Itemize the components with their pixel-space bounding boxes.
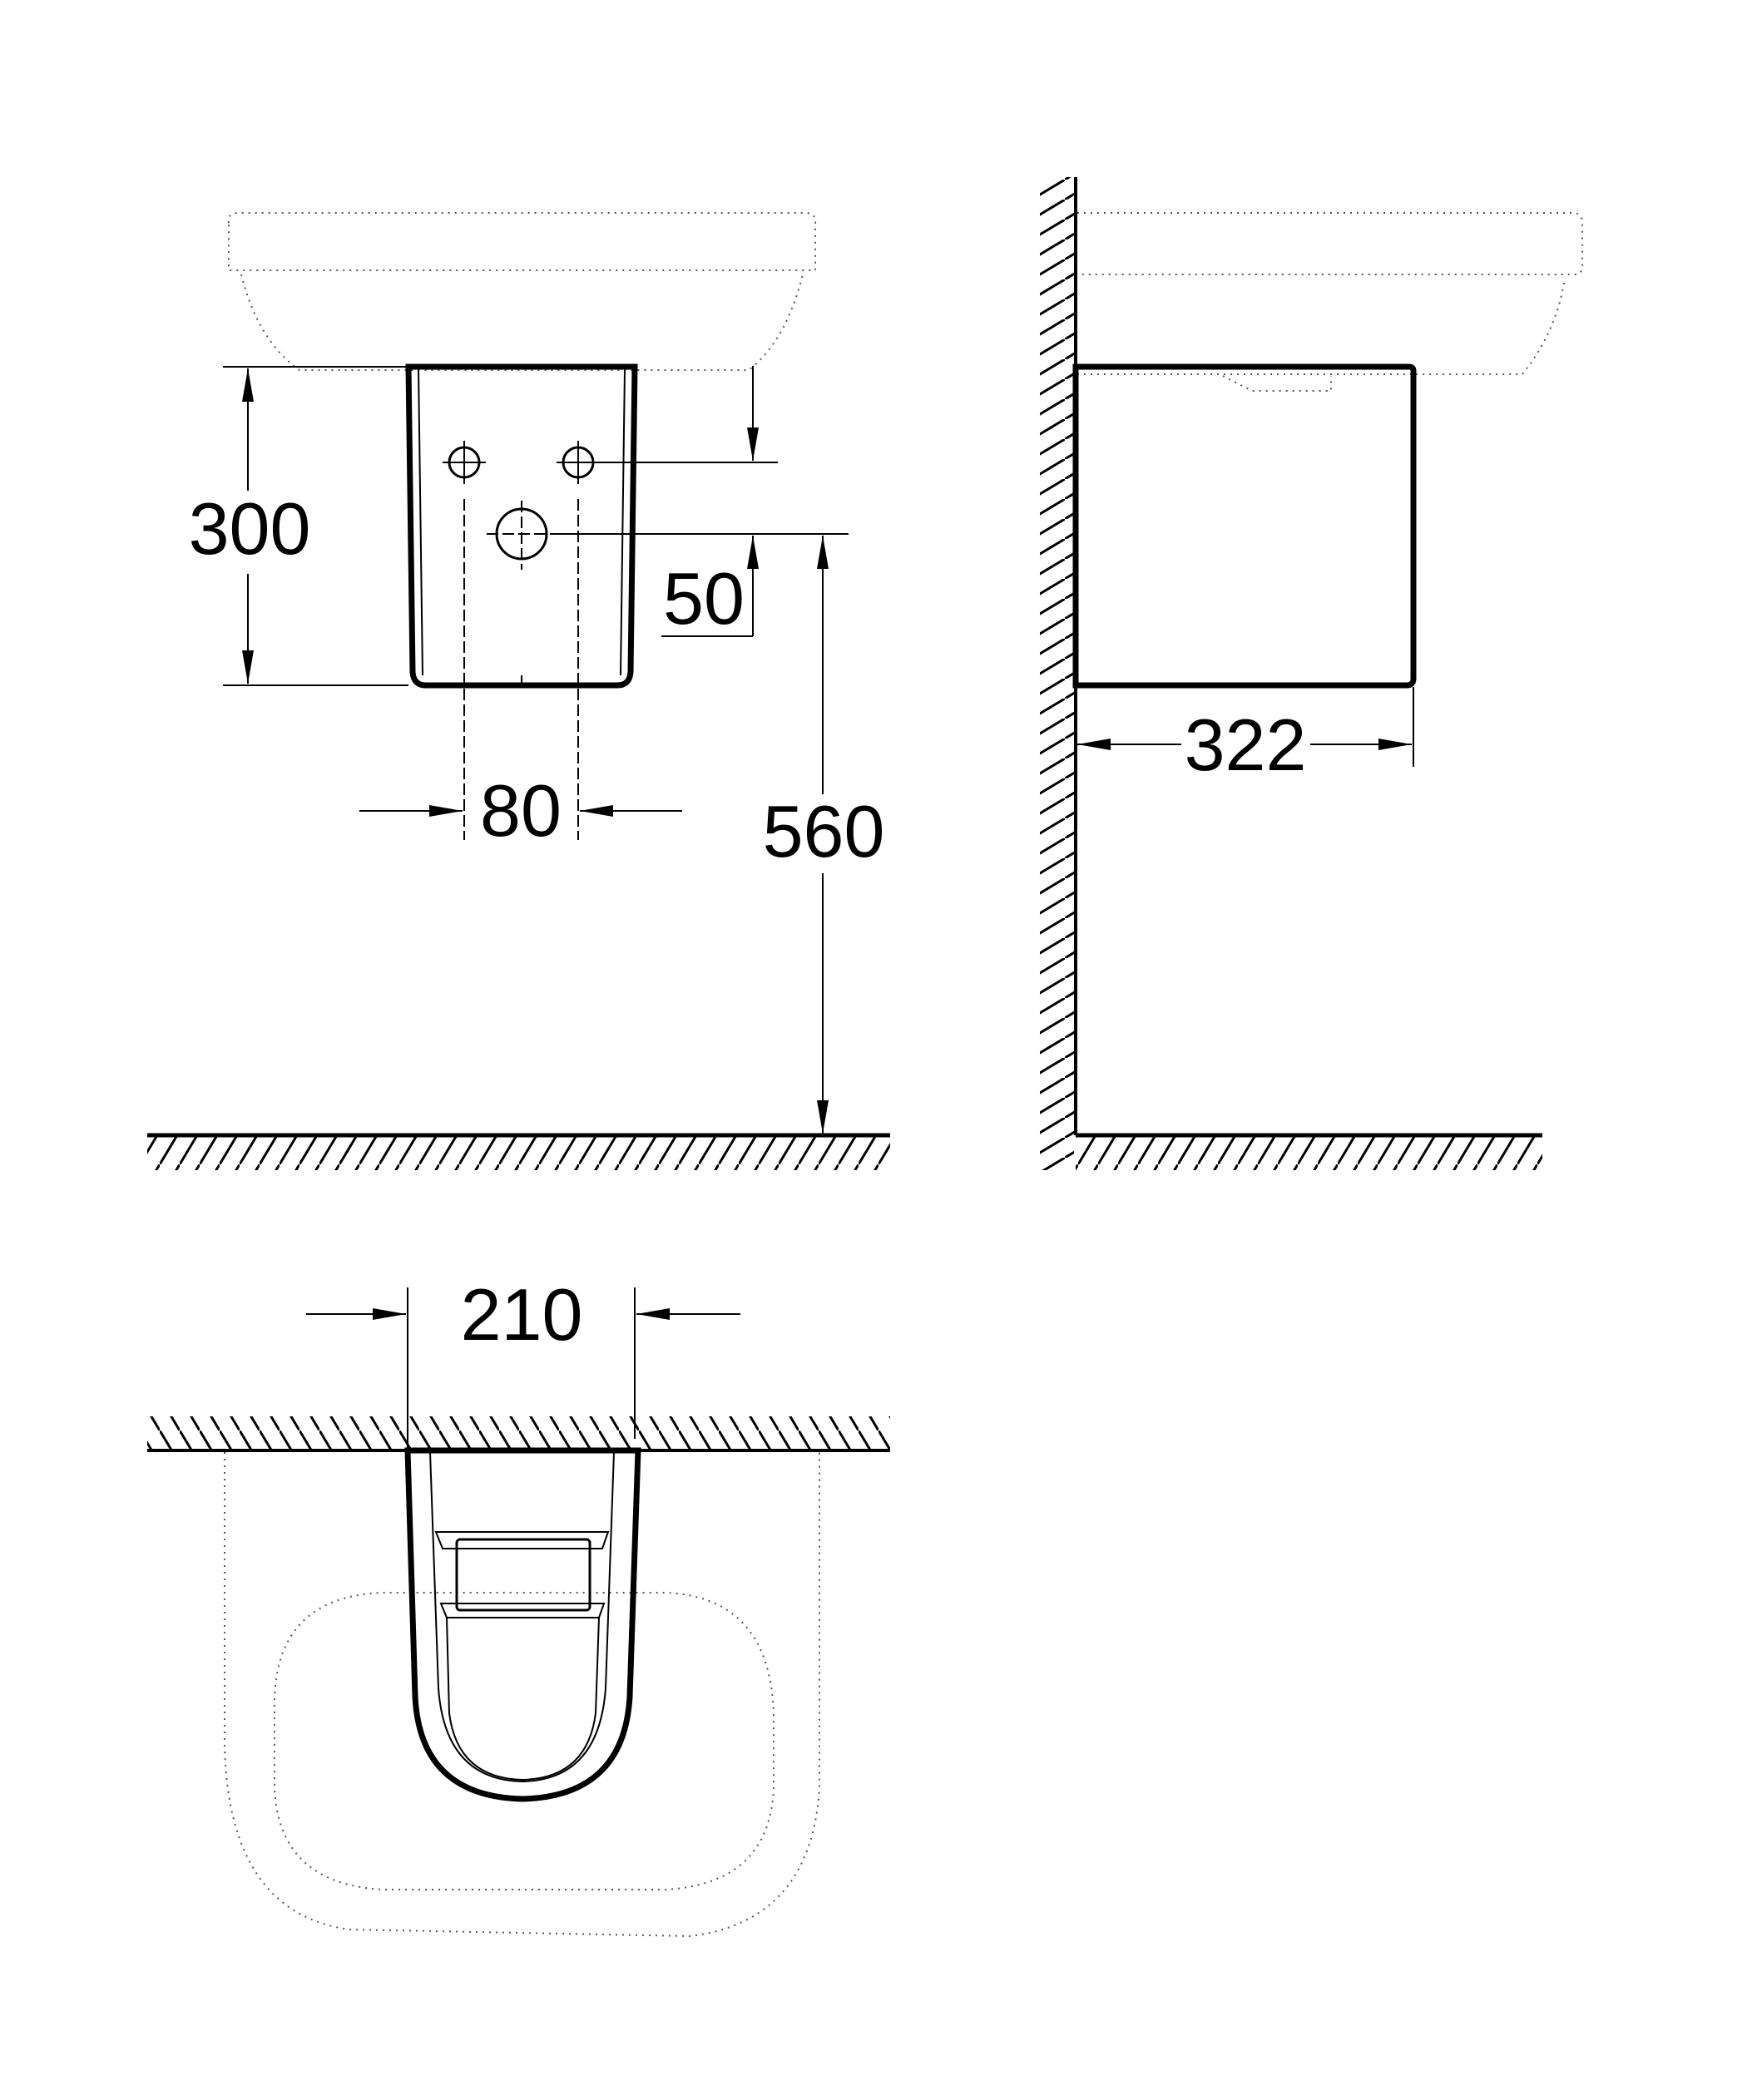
floor-front [147, 1133, 890, 1170]
pedestal-side [1072, 363, 1417, 689]
dim-300-label: 300 [189, 487, 311, 570]
dim-80-label: 80 [480, 769, 562, 852]
dim-560: 560 [763, 536, 885, 1134]
dim-80: 80 [359, 499, 682, 852]
dim-560-label: 560 [763, 790, 885, 872]
pedestal-front [405, 363, 638, 689]
floor-side [1076, 1133, 1542, 1170]
basin-outline-dotted [227, 212, 817, 371]
fixing-hole-left [443, 441, 486, 484]
pedestal-plan [404, 1447, 641, 1802]
dim-300: 300 [189, 366, 408, 686]
dim-322-label: 322 [1185, 704, 1307, 786]
dim-210-label: 210 [461, 1273, 583, 1356]
drain-hole [487, 501, 557, 570]
dim-210: 210 [306, 1273, 740, 1450]
basin-plan-dotted [224, 1452, 820, 1938]
side-view: 322 [1040, 177, 1583, 1170]
front-view: 300 50 80 560 [147, 212, 890, 1170]
dim-50: 50 [557, 366, 849, 640]
dim-322: 322 [1077, 687, 1414, 786]
basin-side-dotted [1077, 212, 1583, 392]
wall-top [147, 1416, 890, 1452]
wall-side [1040, 177, 1077, 1170]
top-view: 210 [147, 1273, 890, 1938]
dim-50-label: 50 [663, 557, 745, 640]
